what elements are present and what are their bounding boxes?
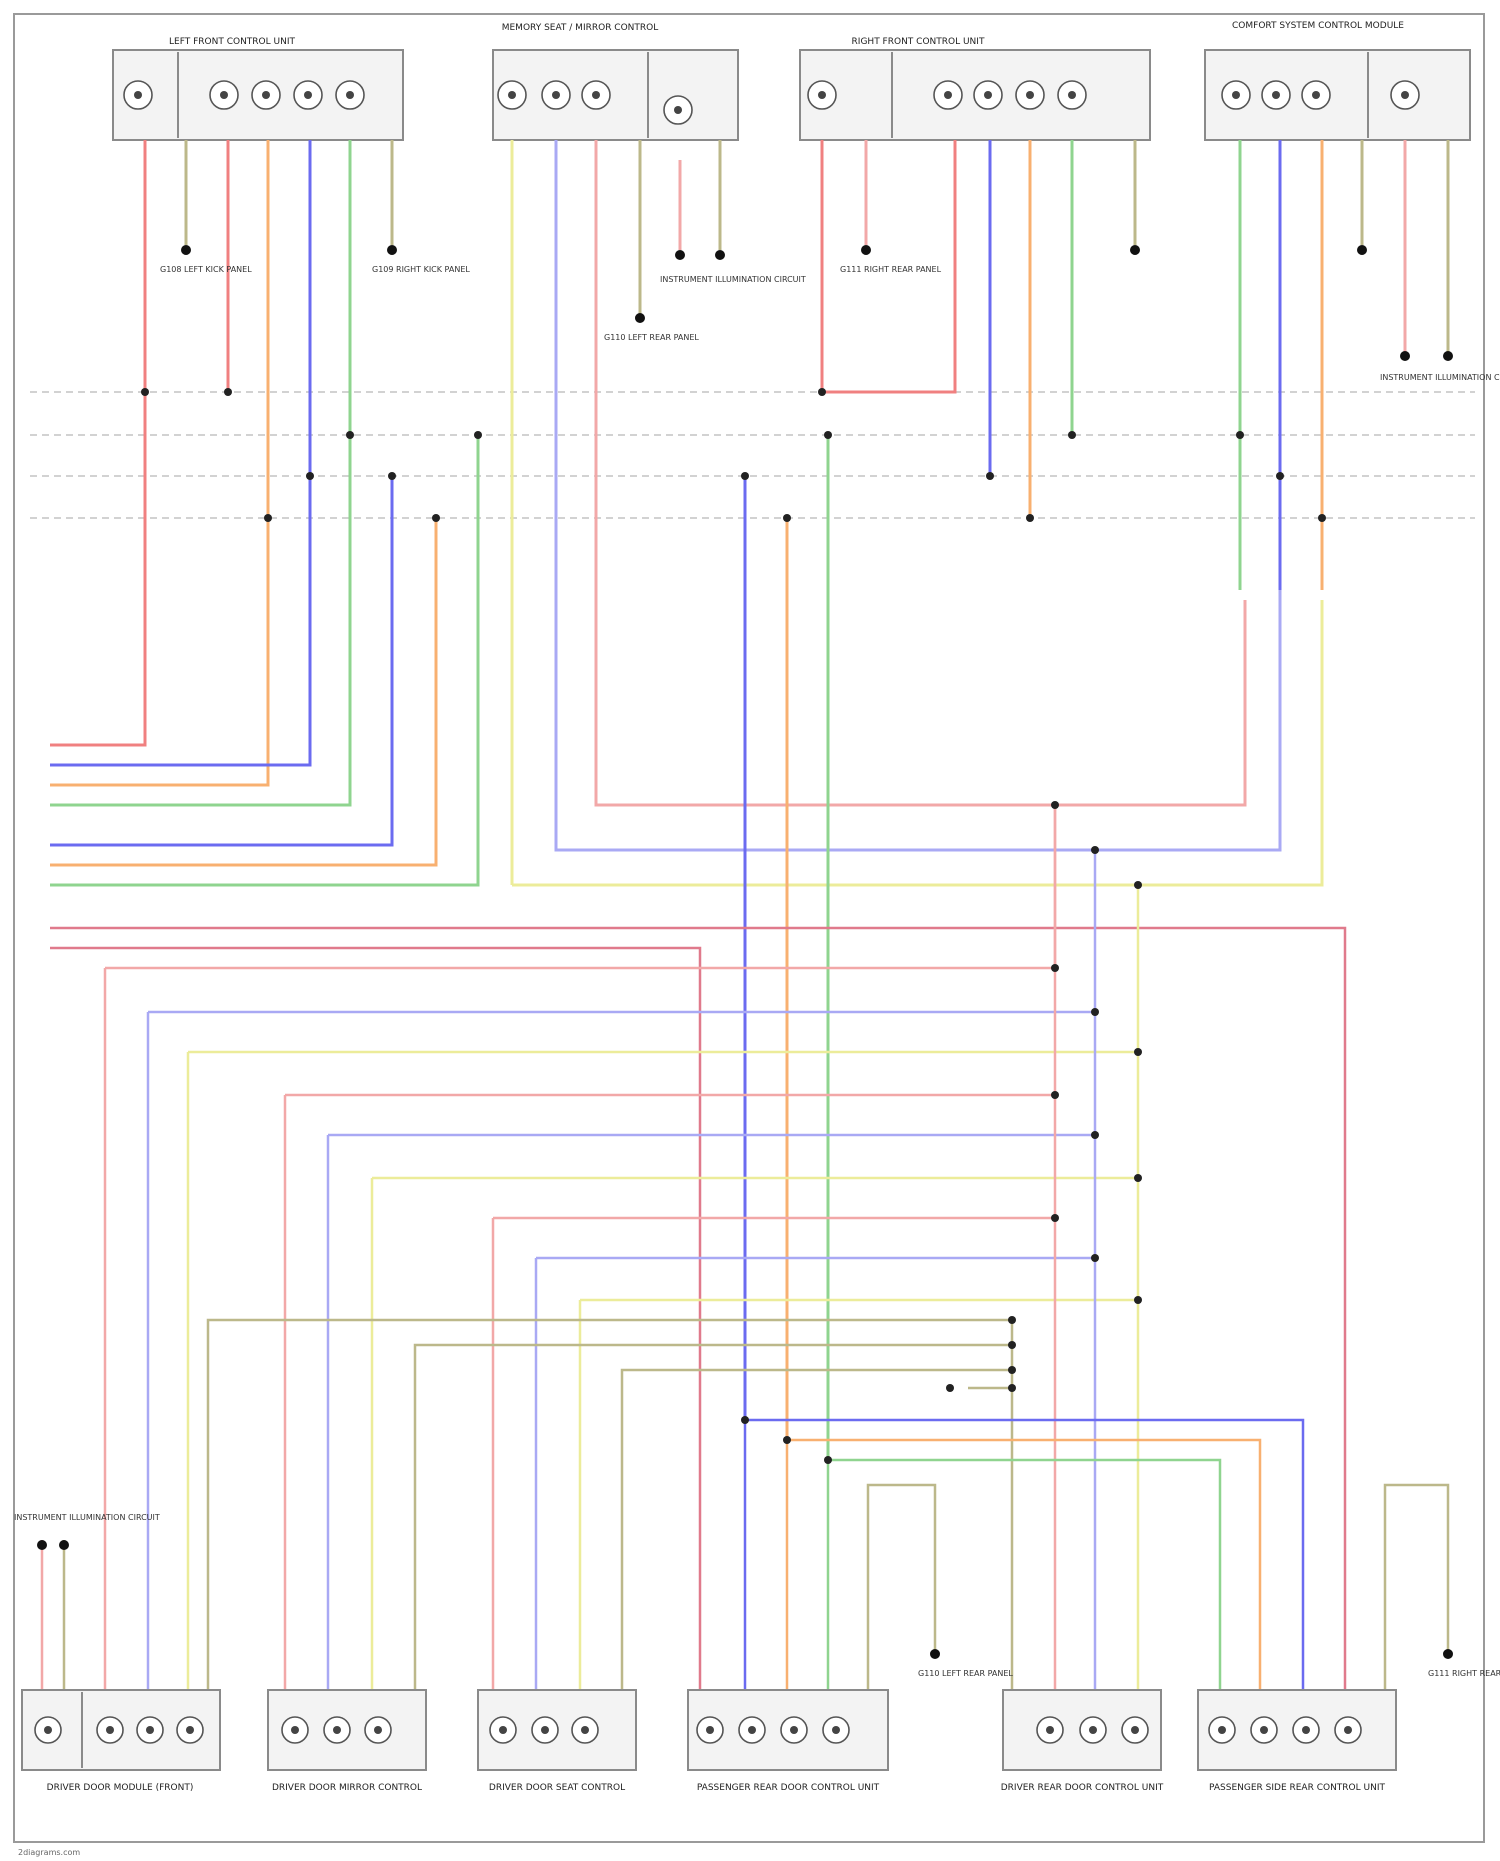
bottom-module-3-title: DRIVER DOOR SEAT CONTROL [489,1783,625,1793]
bottom-module-2: DRIVER DOOR MIRROR CONTROL [268,1690,426,1793]
bus-nodes [141,388,1326,522]
bottom-module-6: PASSENGER SIDE REAR CONTROL UNIT [1198,1690,1396,1793]
top-module-1-title: LEFT FRONT CONTROL UNIT [169,37,295,47]
top-module-4-title: COMFORT SYSTEM CONTROL MODULE [1232,21,1404,31]
top-grounds: G108 LEFT KICK PANEL G109 RIGHT KICK PAN… [160,245,1500,382]
top-wires [50,140,1448,1460]
top-module-3: RIGHT FRONT CONTROL UNIT [800,37,1150,140]
ground-label-g111: G111 RIGHT REAR PANEL [840,265,942,274]
top-module-2-title: MEMORY SEAT / MIRROR CONTROL [502,23,659,33]
bottom-module-3: DRIVER DOOR SEAT CONTROL [478,1690,636,1793]
bottom-module-5-title: DRIVER REAR DOOR CONTROL UNIT [1001,1783,1164,1793]
junction-nodes [741,801,1142,1464]
footer-text: 2diagrams.com [18,1848,80,1857]
bottom-module-4-title: PASSENGER REAR DOOR CONTROL UNIT [697,1783,880,1793]
ground-label-illumination-2: INSTRUMENT ILLUMINATION CIRCUIT [1380,373,1500,382]
ground-label-g110: G110 LEFT REAR PANEL [604,333,699,342]
bottom-module-1: DRIVER DOOR MODULE (FRONT) [22,1690,220,1793]
bottom-module-5: DRIVER REAR DOOR CONTROL UNIT [1001,1690,1164,1793]
top-module-1: LEFT FRONT CONTROL UNIT [113,37,403,140]
ground-label-bottom-1: G110 LEFT REAR PANEL [918,1669,1013,1678]
bus-lines [30,392,1475,518]
ground-label-illumination-1: INSTRUMENT ILLUMINATION CIRCUIT [660,275,806,284]
bottom-module-2-title: DRIVER DOOR MIRROR CONTROL [272,1783,422,1793]
bottom-module-6-title: PASSENGER SIDE REAR CONTROL UNIT [1209,1783,1385,1793]
bottom-grounds: G110 LEFT REAR PANEL G111 RIGHT REAR PAN… [14,1513,1500,1678]
bottom-module-4: PASSENGER REAR DOOR CONTROL UNIT [688,1690,888,1793]
top-module-4: COMFORT SYSTEM CONTROL MODULE [1205,21,1470,140]
ground-label-bottom-illum: INSTRUMENT ILLUMINATION CIRCUIT [14,1513,160,1522]
top-module-3-title: RIGHT FRONT CONTROL UNIT [852,37,985,47]
ground-label-bottom-2: G111 RIGHT REAR PANEL [1428,1669,1500,1678]
bottom-module-1-title: DRIVER DOOR MODULE (FRONT) [47,1783,194,1793]
ground-label-g109: G109 RIGHT KICK PANEL [372,265,470,274]
ground-label-g108: G108 LEFT KICK PANEL [160,265,252,274]
top-module-2: MEMORY SEAT / MIRROR CONTROL [493,23,738,140]
